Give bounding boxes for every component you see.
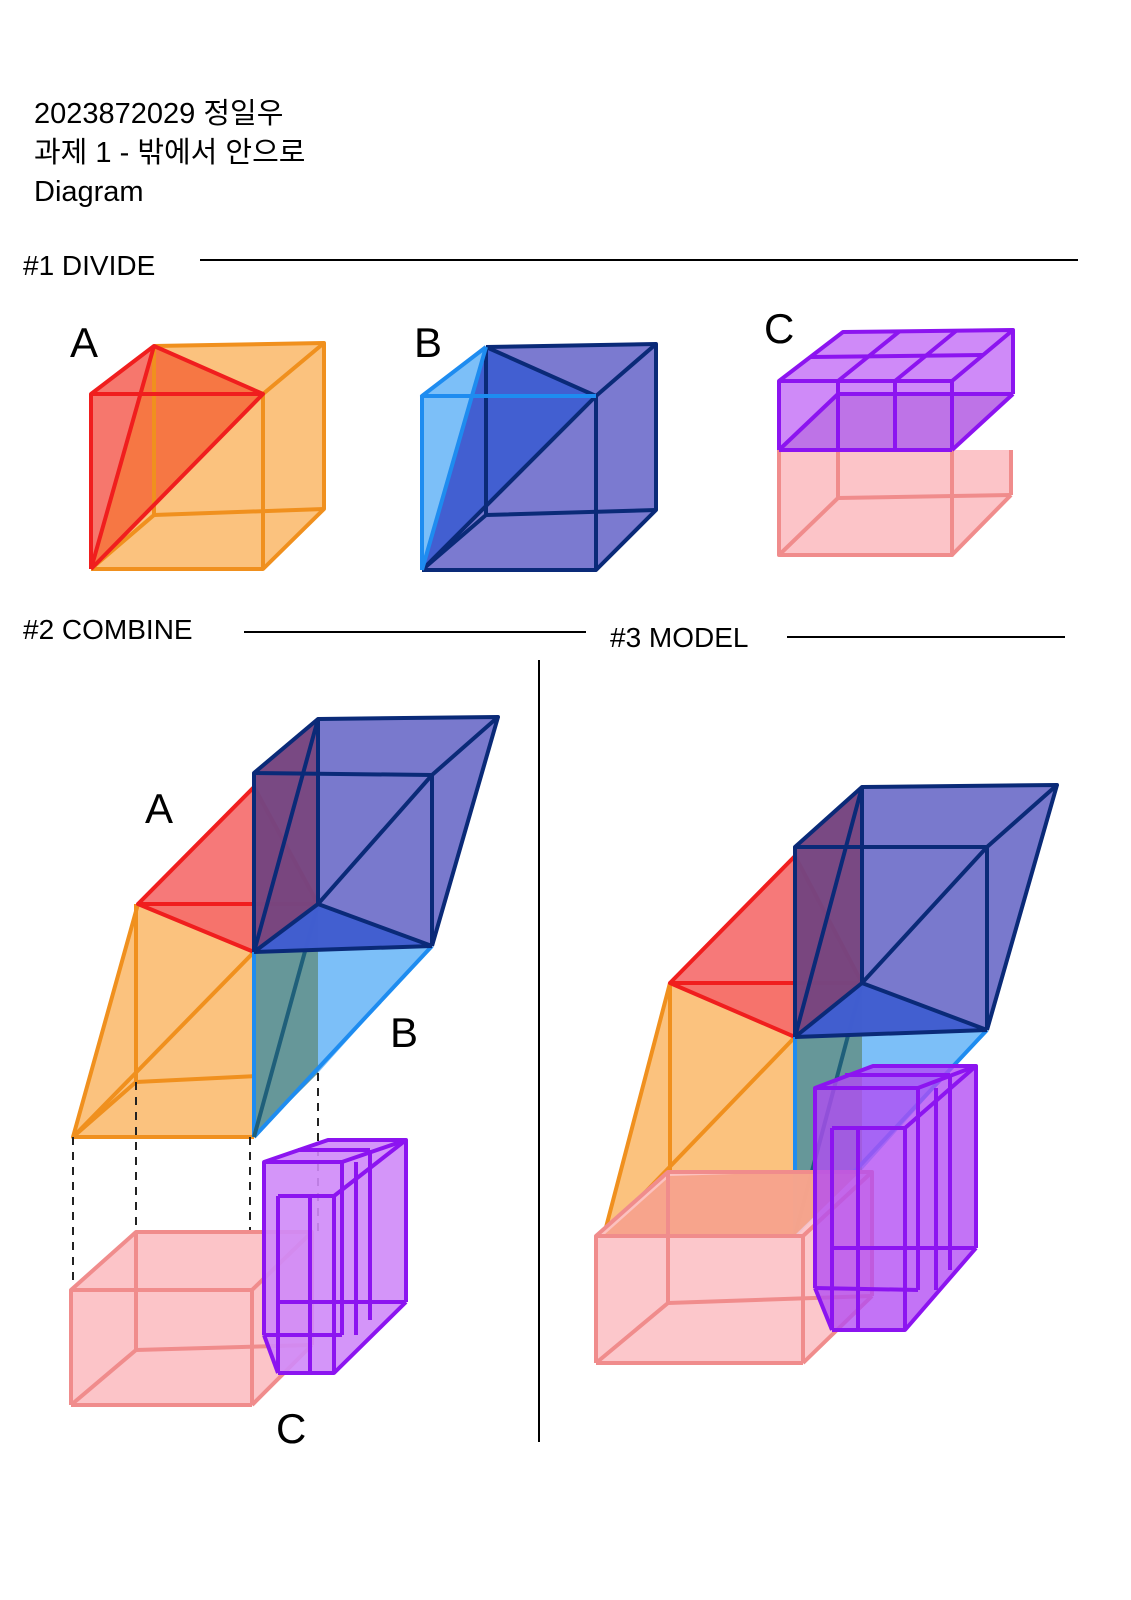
section-divide-title: #1 DIVIDE bbox=[23, 250, 156, 281]
label-c-combine: C bbox=[276, 1405, 307, 1452]
column-divider bbox=[538, 660, 540, 1442]
divide-cube-c bbox=[777, 328, 1015, 557]
assignment-title: 과제 1 - 밖에서 안으로 bbox=[34, 137, 306, 169]
section-combine-title: #2 COMBINE bbox=[23, 614, 193, 645]
section-model-rule bbox=[787, 636, 1065, 638]
divide-cube-a bbox=[89, 341, 326, 571]
label-b-divide: B bbox=[414, 319, 443, 366]
label-a-divide: A bbox=[70, 319, 99, 366]
student-id-name: 2023872029 정일우 bbox=[34, 98, 284, 130]
divide-cube-b bbox=[420, 342, 658, 572]
section-divide-rule bbox=[200, 259, 1078, 261]
model-assembly bbox=[594, 783, 1059, 1365]
label-a-combine: A bbox=[145, 785, 174, 832]
section-model-title: #3 MODEL bbox=[610, 622, 749, 653]
label-c-divide: C bbox=[764, 305, 795, 352]
section-combine-rule bbox=[244, 631, 586, 633]
label-b-combine: B bbox=[390, 1009, 419, 1056]
document-type: Diagram bbox=[34, 176, 144, 208]
combine-assembly bbox=[69, 715, 500, 1407]
